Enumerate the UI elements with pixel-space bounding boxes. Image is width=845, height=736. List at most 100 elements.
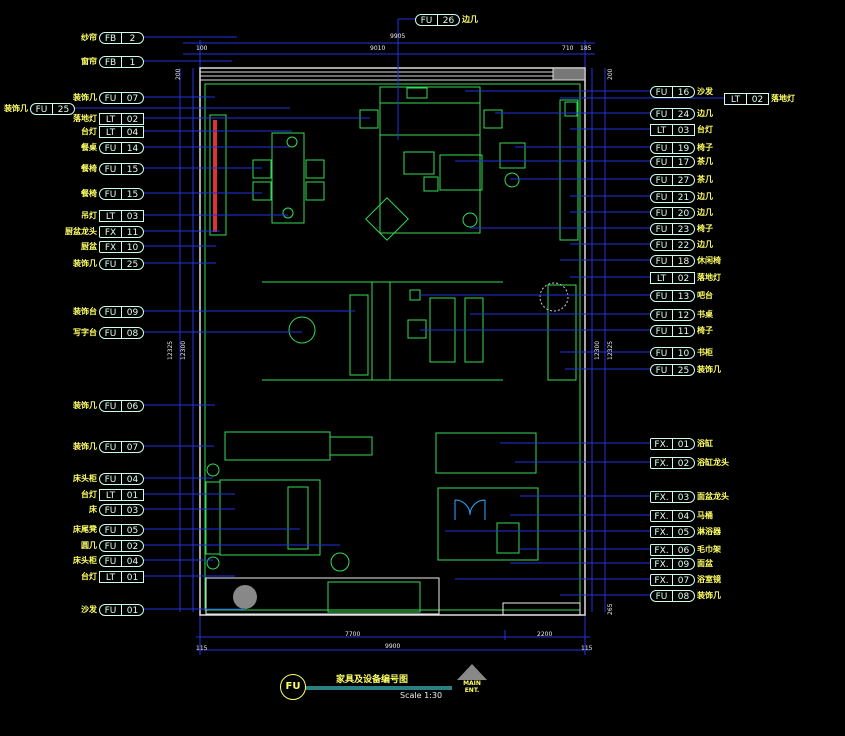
drawing-title: 家具及设备编号图: [336, 675, 409, 685]
tag-code: FX: [104, 242, 117, 253]
tag-code: FU: [655, 365, 668, 376]
tag-num: 02: [672, 272, 694, 284]
tag-label: 写字台: [73, 328, 97, 337]
tag-pill: FX.02: [650, 456, 695, 469]
plant: [539, 282, 569, 312]
tag-num: 03: [672, 124, 694, 136]
tag-code: FU: [655, 175, 668, 186]
tag-num: 24: [672, 108, 694, 120]
tag-pill: FX.09: [650, 557, 695, 570]
tag-num: 03: [121, 504, 143, 516]
tag-code: FX.: [654, 545, 669, 556]
tag-label: 椅子: [697, 143, 713, 152]
tag-num: 02: [672, 457, 694, 469]
tag-code: FX.: [654, 492, 669, 503]
tag-code: FU: [104, 93, 117, 104]
tag-code: LT: [656, 125, 667, 136]
dim-right-height-outer: 12325: [607, 340, 614, 360]
tag-num: 02: [746, 93, 768, 105]
tag-num: 25: [121, 258, 143, 270]
tag-label: 装饰几: [697, 365, 721, 374]
tag-code: FU: [655, 157, 668, 168]
tag-code: FU: [104, 541, 117, 552]
fu-badge: FU: [280, 674, 306, 700]
tag-code: FU: [104, 442, 117, 453]
tag-num: 07: [121, 92, 143, 104]
tag-num: 04: [121, 126, 143, 138]
tag-label: 落地灯: [73, 114, 97, 123]
tag-num: 23: [672, 223, 694, 235]
doors: [454, 499, 486, 520]
main-entrance-marker: MAIN ENT.: [455, 664, 489, 694]
tag-num: 08: [121, 327, 143, 339]
tag-code: FU: [655, 109, 668, 120]
tag-num: 06: [672, 544, 694, 556]
tag-code: LT: [105, 114, 116, 125]
tag-label: 窗帘: [81, 57, 97, 66]
exterior-walls: [199, 67, 586, 616]
tag-num: 03: [672, 491, 694, 503]
entrance-arrow-icon: [457, 664, 487, 680]
tag-code: FU: [104, 189, 117, 200]
tag-label: 圆几: [81, 541, 97, 550]
tag-label: 边几: [697, 208, 713, 217]
tag-num: 1: [121, 56, 143, 68]
tag-label: 床: [89, 505, 97, 514]
tag-label: 床头柜: [73, 556, 97, 565]
tag-code: FU: [655, 143, 668, 154]
dim-top-overall: 9905: [390, 33, 406, 40]
tag-code: FB: [104, 57, 117, 68]
tag-label: 厨盆龙头: [65, 227, 97, 236]
tag-code: FU: [655, 192, 668, 203]
tag-label: 书柜: [697, 348, 713, 357]
tag-label: 沙发: [697, 87, 713, 96]
tag-label: 边几: [697, 192, 713, 201]
tag-label: 落地灯: [697, 273, 721, 282]
tag-label: 书桌: [697, 310, 713, 319]
dim-bottom-overall: 9900: [385, 643, 401, 650]
tag-label: 台灯: [81, 572, 97, 581]
tag-code: FU: [35, 104, 48, 115]
drawing-scale: Scale 1:30: [400, 691, 443, 700]
tag-code: FU: [655, 310, 668, 321]
sofa-rug: [233, 585, 257, 609]
tag-num: 05: [121, 524, 143, 536]
tag-label: 装饰几: [73, 259, 97, 268]
dim-bottom-right: 2200: [537, 631, 553, 638]
tag-label: 装饰台: [73, 307, 97, 316]
dim-bottom-right-side: 265: [607, 603, 614, 615]
tag-label: 台灯: [81, 127, 97, 136]
